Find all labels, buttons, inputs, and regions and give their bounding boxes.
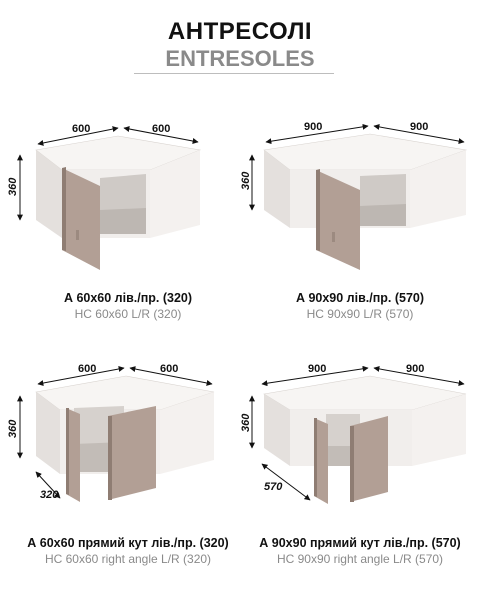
dim-depth: 900 xyxy=(410,121,428,133)
product-code: НС 90х90 right angle L/R (570) xyxy=(276,552,444,566)
product-code: НС 60х60 right angle L/R (320) xyxy=(44,552,212,566)
product-image-3: 600 600 360 320 xyxy=(7,363,215,502)
page-title: АНТРЕСОЛІ xyxy=(167,18,313,45)
product-code: НС 90х90 L/R (570) xyxy=(306,307,414,321)
dim-width: 600 xyxy=(78,363,96,375)
product-image-4: 900 900 360 570 xyxy=(240,363,467,504)
dim-width: 900 xyxy=(308,363,326,375)
product-caption-1: А 60х60 лів./пр. (320) НС 60х60 L/R (320… xyxy=(8,291,248,321)
dim-depth: 900 xyxy=(406,363,424,375)
product-name: А 60х60 прямий кут лів./пр. (320) xyxy=(27,536,229,550)
product-caption-2: А 90х90 лів./пр. (570) НС 90х90 L/R (570… xyxy=(240,291,480,321)
product-name: А 90х90 лів./пр. (570) xyxy=(295,291,425,305)
product-caption-3: А 60х60 прямий кут лів./пр. (320) НС 60х… xyxy=(8,536,248,566)
product-image-1: 600 600 360 xyxy=(7,123,202,270)
product-name: А 90х90 прямий кут лів./пр. (570) xyxy=(259,536,461,550)
dim-width: 600 xyxy=(72,123,90,135)
product-code: НС 60х60 L/R (320) xyxy=(74,307,182,321)
dim-height: 360 xyxy=(240,413,252,432)
dim-depth: 600 xyxy=(160,363,178,375)
dim-height: 360 xyxy=(7,177,19,196)
title-divider xyxy=(134,73,334,74)
dim-inner: 570 xyxy=(264,481,283,493)
dim-inner: 320 xyxy=(40,489,59,501)
dim-width: 900 xyxy=(304,121,322,133)
product-caption-4: А 90х90 прямий кут лів./пр. (570) НС 90х… xyxy=(240,536,480,566)
dim-depth: 600 xyxy=(152,123,170,135)
page-subtitle: ENTRESOLES xyxy=(165,46,315,71)
dim-height: 360 xyxy=(7,419,19,438)
dim-height: 360 xyxy=(240,171,252,190)
product-name: А 60х60 лів./пр. (320) xyxy=(63,291,193,305)
product-image-2: 900 900 360 xyxy=(240,121,468,270)
